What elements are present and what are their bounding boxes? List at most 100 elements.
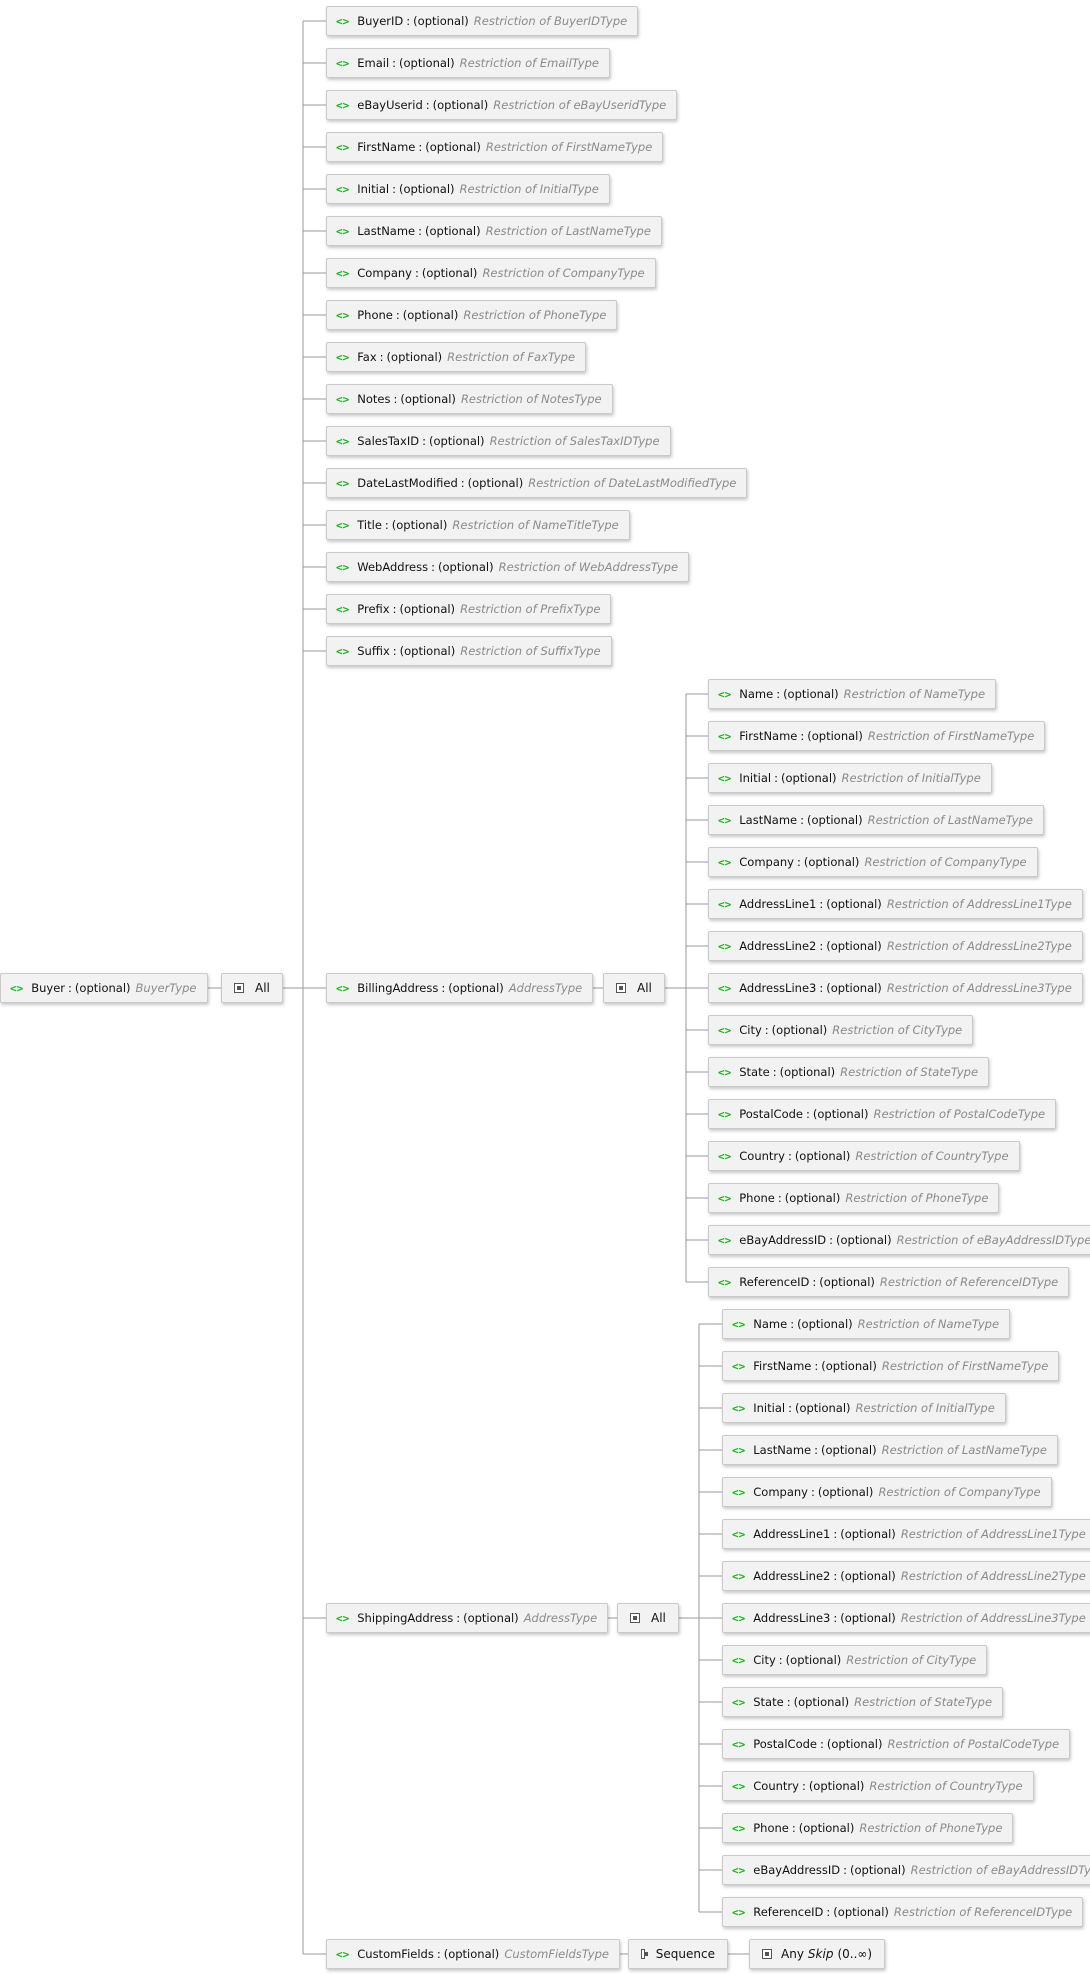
billing-field-name[interactable]: <>Name:(optional)Restriction of NameType	[708, 679, 997, 709]
element-occurrence: (optional)	[780, 771, 837, 785]
element-initial[interactable]: <>Initial:(optional)Restriction of Initi…	[326, 174, 610, 204]
shipping-field-company[interactable]: <>Company:(optional)Restriction of Compa…	[722, 1477, 1052, 1507]
billing-field-city[interactable]: <>City:(optional)Restriction of CityType	[708, 1015, 974, 1045]
element-occurrence: (optional)	[840, 1527, 896, 1541]
shipping-element[interactable]: <>ShippingAddress:(optional)AddressType	[326, 1603, 609, 1633]
element-type: Restriction of PhoneType	[859, 1821, 1003, 1835]
element-icon: <>	[732, 1695, 746, 1709]
billing-field-initial[interactable]: <>Initial:(optional)Restriction of Initi…	[708, 763, 992, 793]
element-occurrence: (optional)	[794, 1401, 851, 1415]
shipping-field-name[interactable]: <>Name:(optional)Restriction of NameType	[722, 1309, 1011, 1339]
custom-fields-element[interactable]: <>CustomFields:(optional)CustomFieldsTyp…	[326, 1939, 620, 1969]
element-separator: :	[819, 981, 824, 995]
element-name: Initial	[739, 771, 772, 785]
root-all-compositor[interactable]: All	[221, 973, 283, 1003]
element-separator: :	[814, 1443, 819, 1457]
element-fax[interactable]: <>Fax:(optional)Restriction of FaxType	[326, 342, 587, 372]
element-separator: :	[800, 729, 805, 743]
element-type: Restriction of eBayAddressIDType	[896, 1233, 1090, 1247]
element-type: Restriction of CompanyType	[878, 1485, 1041, 1499]
shipping-field-ebayaddressid[interactable]: <>eBayAddressID:(optional)Restriction of…	[722, 1855, 1090, 1885]
element-name: Country	[753, 1779, 799, 1793]
element-type: Restriction of NameType	[843, 687, 986, 701]
element-occurrence: (optional)	[399, 56, 455, 70]
element-occurrence: (optional)	[826, 939, 882, 953]
element-occurrence: (optional)	[797, 1317, 853, 1331]
element-ebayuserid[interactable]: <>eBayUserid:(optional)Restriction of eB…	[326, 90, 678, 120]
billing-field-phone[interactable]: <>Phone:(optional)Restriction of PhoneTy…	[708, 1183, 1000, 1213]
element-lastname[interactable]: <>LastName:(optional)Restriction of Last…	[326, 216, 662, 246]
billing-field-company[interactable]: <>Company:(optional)Restriction of Compa…	[708, 847, 1038, 877]
element-separator: :	[787, 1149, 792, 1163]
billing-field-referenceid[interactable]: <>ReferenceID:(optional)Restriction of R…	[708, 1267, 1070, 1297]
element-separator: :	[764, 1023, 769, 1037]
element-type: Restriction of PrefixType	[460, 602, 601, 616]
element-name: AddressLine2	[753, 1569, 831, 1583]
element-buyerid[interactable]: <>BuyerID:(optional)Restriction of Buyer…	[326, 6, 639, 36]
element-title[interactable]: <>Title:(optional)Restriction of NameTit…	[326, 510, 630, 540]
element-icon: <>	[336, 644, 350, 658]
element-separator: :	[422, 434, 426, 448]
element-name: City	[739, 1023, 762, 1037]
shipping-field-referenceid[interactable]: <>ReferenceID:(optional)Restriction of R…	[722, 1897, 1084, 1927]
shipping-field-initial[interactable]: <>Initial:(optional)Restriction of Initi…	[722, 1393, 1006, 1423]
shipping-field-country[interactable]: <>Country:(optional)Restriction of Count…	[722, 1771, 1034, 1801]
shipping-field-city[interactable]: <>City:(optional)Restriction of CityType	[722, 1645, 988, 1675]
billing-field-lastname[interactable]: <>LastName:(optional)Restriction of Last…	[708, 805, 1044, 835]
sequence-compositor[interactable]: Sequence	[628, 1939, 728, 1969]
element-icon: <>	[718, 981, 732, 995]
billing-element[interactable]: <>BillingAddress:(optional)AddressType	[326, 973, 594, 1003]
element-phone[interactable]: <>Phone:(optional)Restriction of PhoneTy…	[326, 300, 618, 330]
billing-field-addressline1[interactable]: <>AddressLine1:(optional)Restriction of …	[708, 889, 1083, 919]
element-name: Company	[753, 1485, 808, 1499]
billing-field-state[interactable]: <>State:(optional)Restriction of StateTy…	[708, 1057, 990, 1087]
element-suffix[interactable]: <>Suffix:(optional)Restriction of Suffix…	[326, 636, 612, 666]
element-datelastmodified[interactable]: <>DateLastModified:(optional)Restriction…	[326, 468, 748, 498]
element-name: FirstName	[753, 1359, 812, 1373]
billing-field-firstname[interactable]: <>FirstName:(optional)Restriction of Fir…	[708, 721, 1046, 751]
element-icon: <>	[336, 1611, 350, 1625]
element-prefix[interactable]: <>Prefix:(optional)Restriction of Prefix…	[326, 594, 612, 624]
shipping-field-addressline2[interactable]: <>AddressLine2:(optional)Restriction of …	[722, 1561, 1090, 1591]
element-separator: :	[436, 1947, 441, 1961]
element-salestaxid[interactable]: <>SalesTaxID:(optional)Restriction of Sa…	[326, 426, 671, 456]
shipping-all-compositor[interactable]: All	[617, 1603, 679, 1633]
billing-field-country[interactable]: <>Country:(optional)Restriction of Count…	[708, 1141, 1020, 1171]
billing-field-ebayaddressid[interactable]: <>eBayAddressID:(optional)Restriction of…	[708, 1225, 1090, 1255]
element-separator: :	[819, 939, 824, 953]
element-occurrence: (optional)	[798, 1821, 855, 1835]
element-webaddress[interactable]: <>WebAddress:(optional)Restriction of We…	[326, 552, 690, 582]
element-email[interactable]: <>Email:(optional)Restriction of EmailTy…	[326, 48, 610, 78]
element-occurrence: (optional)	[808, 1779, 865, 1793]
element-notes[interactable]: <>Notes:(optional)Restriction of NotesTy…	[326, 384, 613, 414]
shipping-field-addressline3[interactable]: <>AddressLine3:(optional)Restriction of …	[722, 1603, 1090, 1633]
element-name: LastName	[739, 813, 798, 827]
element-icon: <>	[718, 1023, 732, 1037]
billing-field-postalcode[interactable]: <>PostalCode:(optional)Restriction of Po…	[708, 1099, 1057, 1129]
billing-all-compositor[interactable]: All	[603, 973, 665, 1003]
element-firstname[interactable]: <>FirstName:(optional)Restriction of Fir…	[326, 132, 664, 162]
shipping-field-firstname[interactable]: <>FirstName:(optional)Restriction of Fir…	[722, 1351, 1060, 1381]
element-occurrence: (optional)	[833, 1905, 889, 1919]
element-occurrence: (optional)	[807, 813, 863, 827]
element-company[interactable]: <>Company:(optional)Restriction of Compa…	[326, 258, 656, 288]
shipping-field-phone[interactable]: <>Phone:(optional)Restriction of PhoneTy…	[722, 1813, 1014, 1843]
shipping-field-state[interactable]: <>State:(optional)Restriction of StateTy…	[722, 1687, 1004, 1717]
root-element-buyer[interactable]: <>Buyer:(optional)BuyerType	[0, 973, 208, 1003]
shipping-field-postalcode[interactable]: <>PostalCode:(optional)Restriction of Po…	[722, 1729, 1071, 1759]
element-separator: :	[392, 56, 397, 70]
element-occurrence: (optional)	[386, 350, 443, 364]
billing-field-addressline3[interactable]: <>AddressLine3:(optional)Restriction of …	[708, 973, 1083, 1003]
shipping-field-addressline1[interactable]: <>AddressLine1:(optional)Restriction of …	[722, 1519, 1090, 1549]
element-name: Initial	[357, 182, 390, 196]
billing-field-addressline2[interactable]: <>AddressLine2:(optional)Restriction of …	[708, 931, 1083, 961]
shipping-field-lastname[interactable]: <>LastName:(optional)Restriction of Last…	[722, 1435, 1058, 1465]
element-type: Restriction of eBayUseridType	[493, 98, 667, 112]
element-separator: :	[418, 224, 423, 238]
element-occurrence: (optional)	[784, 1191, 841, 1205]
element-separator: :	[772, 1065, 777, 1079]
element-icon: <>	[336, 140, 350, 154]
element-separator: :	[460, 476, 465, 490]
element-name: Company	[739, 855, 794, 869]
